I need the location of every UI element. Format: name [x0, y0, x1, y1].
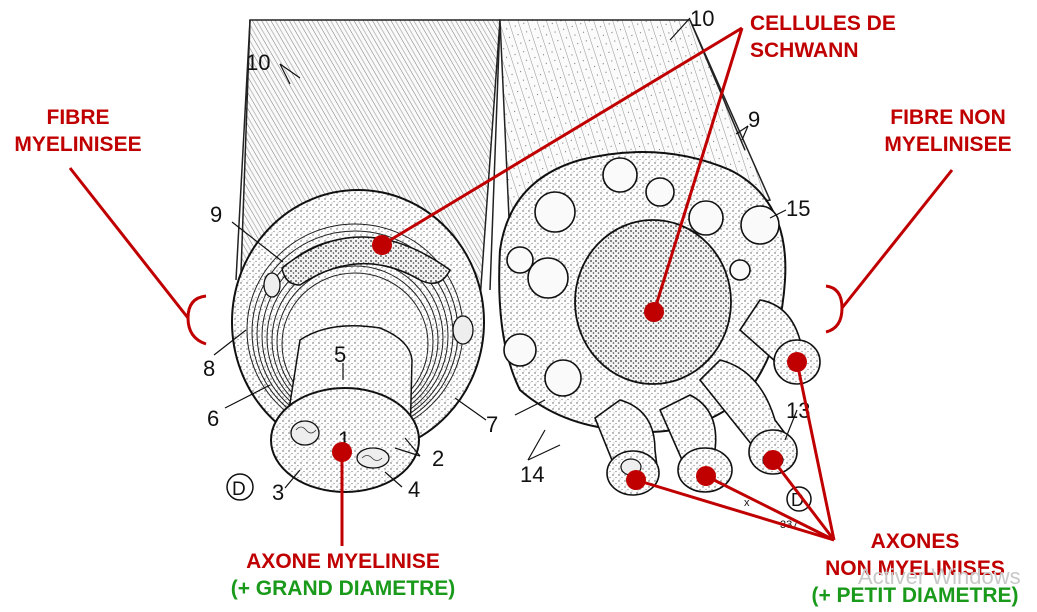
label-line: MYELINISEE [863, 131, 1033, 158]
num-10-left: 10 [246, 50, 270, 75]
num-10-right: 10 [690, 6, 714, 31]
myelinated-fibre-drawing [232, 20, 500, 492]
label-line: AXONE MYELINISE [208, 548, 478, 575]
label-fibre-myelinisee: FIBRE MYELINISEE [8, 104, 148, 158]
num-3: 3 [272, 480, 284, 505]
label-line: MYELINISEE [8, 131, 148, 158]
num-5: 5 [334, 342, 346, 367]
num-2: 2 [432, 446, 444, 471]
label-line: FIBRE [8, 104, 148, 131]
label-line: FIBRE NON [863, 104, 1033, 131]
mark-d-left: D [232, 479, 246, 500]
label-cellules-de-schwann: CELLULES DE SCHWANN [750, 10, 918, 64]
num-8: 8 [203, 356, 215, 381]
num-4: 4 [408, 477, 420, 502]
windows-activation-watermark: Activer Windows [858, 564, 1021, 590]
num-14: 14 [520, 462, 544, 487]
num-9-right: 9 [748, 107, 760, 132]
label-fibre-non-myelinisee: FIBRE NON MYELINISEE [863, 104, 1033, 158]
num-6: 6 [207, 406, 219, 431]
num-7: 7 [486, 412, 498, 437]
num-15: 15 [786, 196, 810, 221]
unmyelinated-fibre-drawing [499, 20, 820, 495]
label-axone-myelinise: AXONE MYELINISE (+ GRAND DIAMETRE) [208, 548, 478, 602]
num-9-left: 9 [210, 202, 222, 227]
label-line-green: (+ GRAND DIAMETRE) [208, 575, 478, 602]
label-line: SCHWANN [750, 37, 918, 64]
label-line: CELLULES DE [750, 10, 918, 37]
label-line: AXONES [795, 528, 1035, 555]
